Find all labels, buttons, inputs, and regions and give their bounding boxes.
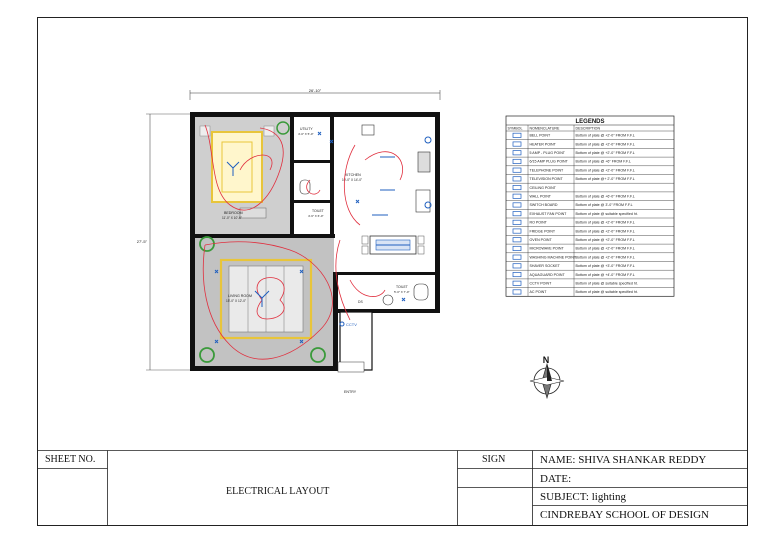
legend-row-name: 5 AMP - PLUG POINT (530, 151, 566, 155)
legend-symbol-icon (512, 219, 522, 225)
subject-line: SUBJECT: lighting (540, 491, 626, 503)
legend-row-desc: Bottom of plate @ +2'-0" FROM F.F.L (576, 168, 635, 172)
title-block (37, 450, 748, 526)
legend-row-desc: Bottom of plate @ +2'-0" FROM F.F.L (576, 238, 635, 242)
legend-row-desc: Bottom of plate @ +2'-0" FROM F.F.L (576, 221, 635, 225)
legend-row-desc: Bottom of plate @ suitable specified ht. (576, 212, 638, 216)
legend-symbol-icon (512, 158, 522, 164)
legend-row-name: AQUAGUARD POINT (530, 273, 566, 277)
legend-row-desc: Bottom of plate @ +2'-0" FROM F.F.L (576, 142, 635, 146)
toilet-1-label: TOILET (312, 209, 324, 213)
wiring (202, 124, 403, 360)
legend-row-name: HEATER POINT (530, 142, 557, 146)
legend-symbol-icon (512, 228, 522, 234)
legend-row-desc: Bottom of plate @ suitable specified ht. (576, 282, 638, 286)
legend-row-name: TELEPHONE POINT (530, 168, 565, 172)
cctv-label: CCTV (346, 322, 357, 327)
legend-row-desc: Bottom of plate @ +2'-0" FROM F.F.L (576, 151, 635, 155)
legend-row-name: CEILING POINT (530, 186, 557, 190)
legend-title: LEGENDS (575, 119, 604, 125)
legend-symbol-icon (512, 167, 522, 173)
bedroom-size: 11'-0" X 10'-6" (222, 216, 242, 220)
legend-row-name: RO POINT (530, 221, 548, 225)
legend-row-desc: Bottom of plate @ 3'-0" FROM F.F.L (576, 203, 633, 207)
legend-row-desc: Bottom of plate @ suitable specified ht. (576, 290, 638, 294)
legend-symbol-icon (512, 132, 522, 138)
legend-symbol-icon (512, 254, 522, 260)
living-size: 15'-0" X 12'-0" (226, 299, 246, 303)
legend-row-name: WASHING MACHINE POINT (530, 255, 577, 259)
kitchen-size: 10'-0" X 14'-0" (342, 178, 362, 182)
legend-row-name: 6/15 AMP PLUG POINT (530, 160, 569, 164)
legend-symbol-icon (512, 141, 522, 147)
living-label: LIVING ROOM (228, 294, 252, 298)
utility-label: UTILITY (300, 127, 313, 131)
fixtures (214, 131, 432, 344)
ds-label: DS (358, 300, 363, 304)
legend-row-name: BELL POINT (530, 134, 551, 138)
legend-symbol-icon (512, 272, 522, 278)
utility-size: 4'-0" X 5'-0" (298, 132, 314, 136)
bedroom-label: BEDROOM (224, 211, 243, 215)
legend-table: LEGENDS SYMBOL NOMENCLATURE DESCRIPTION BELL… (505, 115, 675, 297)
legend-symbol-icon (512, 237, 522, 243)
north-arrow: N (529, 355, 565, 400)
legend-symbol-icon (512, 289, 522, 295)
legend-row-name: TELEVISION POINT (530, 177, 564, 181)
legend-row-desc: Bottom of plate @ +3'-0" FROM F.F.L (576, 264, 635, 268)
legend-row-desc: Bottom of plate @ +6'-0" FROM F.F.L (576, 195, 635, 199)
legend-row-name: OVEN POINT (530, 238, 553, 242)
legend-row-desc: Bottom of plate @ +2'-0" FROM F.F.L (576, 247, 635, 251)
legend-symbol-icon (512, 193, 522, 199)
legend-row-desc: Bottom of plate @ +2'-0" FROM F.F.L (576, 229, 635, 233)
legend-row-desc: Bottom of plate @ +2'-0" FROM F.F.L (576, 134, 635, 138)
legend-row-name: EXHAUST FAN POINT (530, 212, 568, 216)
legend-row-name: CCTV POINT (530, 282, 553, 286)
legend-symbol-icon (512, 245, 522, 251)
legend-row-name: WALL POINT (530, 195, 552, 199)
drawing-title: ELECTRICAL LAYOUT (226, 486, 330, 497)
floor-plan: 26'-10" 27'-5" BEDROOM 11'-0" X 10'-6" (137, 88, 441, 394)
name-line: NAME: SHIVA SHANKAR REDDY (540, 454, 707, 466)
toilet-1-size: 4'-6" X 6'-0" (308, 214, 324, 218)
legend-row-desc: Bottom of plate @+ 2'-0" FROM F.F.L (576, 177, 635, 181)
legend-symbol-icon (512, 185, 522, 191)
legend-row-name: AC POINT (530, 290, 548, 294)
overall-height-dimension: 27'-5" (137, 239, 148, 244)
legend-frame (505, 115, 675, 297)
legend-row-name: FRIDGE POINT (530, 229, 556, 233)
north-label: N (543, 355, 550, 365)
legend-symbol-icon (512, 176, 522, 182)
legend-symbol-icon (512, 211, 522, 217)
overall-width-dimension: 26'-10" (309, 88, 322, 93)
sheet-no-label: SHEET NO. (45, 454, 96, 465)
legend-row-desc: Bottom of plate @ +2'-0" FROM F.F.L (576, 255, 635, 259)
legend-header: DESCRIPTION (576, 126, 601, 130)
legend-symbol-icon (512, 263, 522, 269)
legend-symbol-icon (512, 280, 522, 286)
legend-row-name: MICROWAVE POINT (530, 247, 565, 251)
legend-row-desc: Bottom of plate @ +4'-0" FROM F.F.L (576, 273, 635, 277)
legend-symbol-icon (512, 202, 522, 208)
entry-label: ENTRY (344, 390, 357, 394)
date-line: DATE: (540, 473, 572, 485)
kitchen-label: KITCHEN (345, 173, 361, 177)
school-line: CINDREBAY SCHOOL OF DESIGN (540, 509, 709, 521)
legend-header: NOMENCLATURE (530, 126, 560, 130)
legend-symbol-icon (512, 150, 522, 156)
toilet-2-label: TOILET (396, 285, 408, 289)
legend-row-desc: Bottom of plate @ +6" FROM F.F.L (576, 160, 631, 164)
legend-row-name: SWITCH BOARD (530, 203, 558, 207)
toilet-2-size: 5'-0" X 7'-0" (394, 290, 410, 294)
legend-header: SYMBOL (508, 126, 523, 130)
legend-row-name: SHAVER SOCKET (530, 264, 561, 268)
sign-label: SIGN (482, 454, 506, 465)
